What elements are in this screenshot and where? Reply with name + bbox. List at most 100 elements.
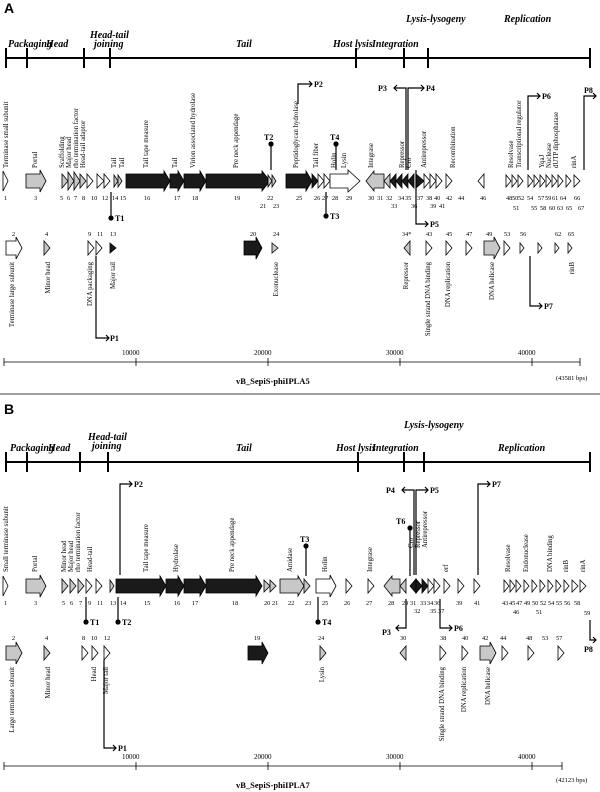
promoter-label: P2 <box>134 480 143 489</box>
gene-number: 15 <box>144 600 150 607</box>
gene-number: 19 <box>234 195 240 202</box>
gene-number: 35 <box>405 195 411 202</box>
gene-label: Exonuclease <box>273 262 280 296</box>
promoter-label: P8 <box>584 86 593 95</box>
promoter-label: P8 <box>584 645 593 654</box>
gene-number: 34 <box>398 195 405 202</box>
gene-label: DNA replication <box>461 666 468 712</box>
panel-letter: B <box>4 401 14 417</box>
gene-number: 55 <box>556 600 562 607</box>
gene-label: Resolvase <box>505 544 512 572</box>
gene-number: 23 <box>273 203 279 210</box>
gene-number: 65 <box>568 231 574 238</box>
top-gene-numbers: 1 3 5 6 7 8 10 12 14 15 16 17 18 19 21 2… <box>4 195 584 212</box>
genome-axis <box>3 762 563 770</box>
promoter-label: P5 <box>430 220 439 229</box>
axis-tick: 40000 <box>518 753 536 761</box>
gene-number: 14 <box>112 195 119 202</box>
gene-label: Terminase small subunit <box>3 102 10 168</box>
gene-label: Amidase <box>287 548 294 572</box>
regulatory-elements <box>85 480 597 752</box>
gene-number: 50 <box>532 600 538 607</box>
gene-number: 22 <box>267 195 273 202</box>
axis-tick: 40000 <box>518 349 536 357</box>
bottom-gene-labels: Large terminase subunit Minor head Head … <box>9 666 492 741</box>
gene-label: Virion associated hydrolase <box>190 93 197 168</box>
gene-number: 2 <box>12 231 15 238</box>
panel-letter: A <box>4 0 14 16</box>
gene-number: 28 <box>388 600 394 607</box>
gene-number: 32 <box>386 195 392 202</box>
phage-name: vB_SepiS-phiIPLA7 <box>236 780 310 790</box>
gene-number: 54 <box>527 195 534 202</box>
gene-number: 5 <box>60 195 63 202</box>
gene-number: 6 <box>70 600 73 607</box>
gene-label: Antirepressor <box>421 130 428 168</box>
segment-integration: Integration <box>371 443 419 454</box>
gene-number: 40 <box>462 635 468 642</box>
bottom-gene-numbers: 2 4 9 11 13 20 24 34* 43 45 47 49 53 56 … <box>12 231 574 238</box>
gene-number: 52 <box>518 195 524 202</box>
gene-number: 5 <box>62 600 65 607</box>
terminator-label: T2 <box>264 133 273 142</box>
gene-number: 3 <box>34 600 37 607</box>
promoter-label: P7 <box>492 480 501 489</box>
gene-number: 61 <box>552 195 558 202</box>
gene-number: 67 <box>578 205 584 212</box>
gene-number: 56 <box>564 600 570 607</box>
gene-number: 20 <box>264 600 270 607</box>
genome-size: (42123 bps) <box>556 777 587 784</box>
bottom-gene-labels: Terminase large subunit Minor head DNA p… <box>9 261 576 336</box>
gene-number: 49 <box>486 231 492 238</box>
bottom-strand-genes <box>5 641 565 665</box>
gene-label: Small terminase subunit <box>3 506 10 572</box>
segment-integration: Integration <box>371 39 419 50</box>
gene-number: 48 <box>506 195 512 202</box>
terminator-label: T1 <box>115 214 124 223</box>
gene-label: Tail <box>172 157 179 168</box>
bottom-strand-genes <box>5 236 573 260</box>
gene-number: 24 <box>273 231 280 238</box>
gene-number: 8 <box>82 635 85 642</box>
gene-number: 26 <box>314 195 320 202</box>
gene-label: Holin <box>322 556 329 572</box>
gene-number: 7 <box>74 195 77 202</box>
gene-label: DNA helicase <box>485 667 492 705</box>
gene-number: 41 <box>439 203 445 210</box>
gene-number: 15 <box>120 195 126 202</box>
gene-label: Head-tail <box>87 547 94 572</box>
gene-label: Antirepressor <box>422 510 429 548</box>
gene-label: Scaffolding <box>59 136 66 168</box>
gene-number: 23 <box>305 600 311 607</box>
gene-number: 66 <box>574 195 580 202</box>
gene-label: Major head <box>66 136 73 168</box>
gene-number: 33 <box>420 600 426 607</box>
gene-label: Nuclease <box>546 143 553 168</box>
segment-tail: Tail <box>236 443 252 454</box>
gene-label: Portal <box>32 152 39 168</box>
gene-number: 10 <box>91 195 97 202</box>
gene-number: 47 <box>466 231 472 238</box>
gene-label: YqaJ <box>539 154 546 168</box>
gene-label: Endonuclease <box>523 534 530 572</box>
terminator-label: T3 <box>330 212 339 221</box>
top-strand-genes <box>2 574 587 598</box>
gene-label: DNA replication <box>445 261 452 307</box>
gene-number: 39 <box>430 203 436 210</box>
gene-label: Terminase large subunit <box>9 262 16 327</box>
gene-label: Major tail <box>110 262 117 289</box>
gene-number: 13 <box>110 600 116 607</box>
axis-tick: 20000 <box>254 349 272 357</box>
gene-number: 36 <box>434 600 440 607</box>
gene-number: 64 <box>560 195 567 202</box>
gene-number: 53 <box>542 635 548 642</box>
gene-label: Minor head <box>45 666 52 698</box>
axis-tick: 30000 <box>386 349 404 357</box>
segment-tail: Tail <box>236 39 252 50</box>
gene-number: 34* <box>402 231 411 238</box>
gene-number: 11 <box>97 600 103 607</box>
terminator-label: T4 <box>330 133 339 142</box>
gene-label: Portal <box>32 556 39 572</box>
gene-number: 45 <box>509 600 515 607</box>
